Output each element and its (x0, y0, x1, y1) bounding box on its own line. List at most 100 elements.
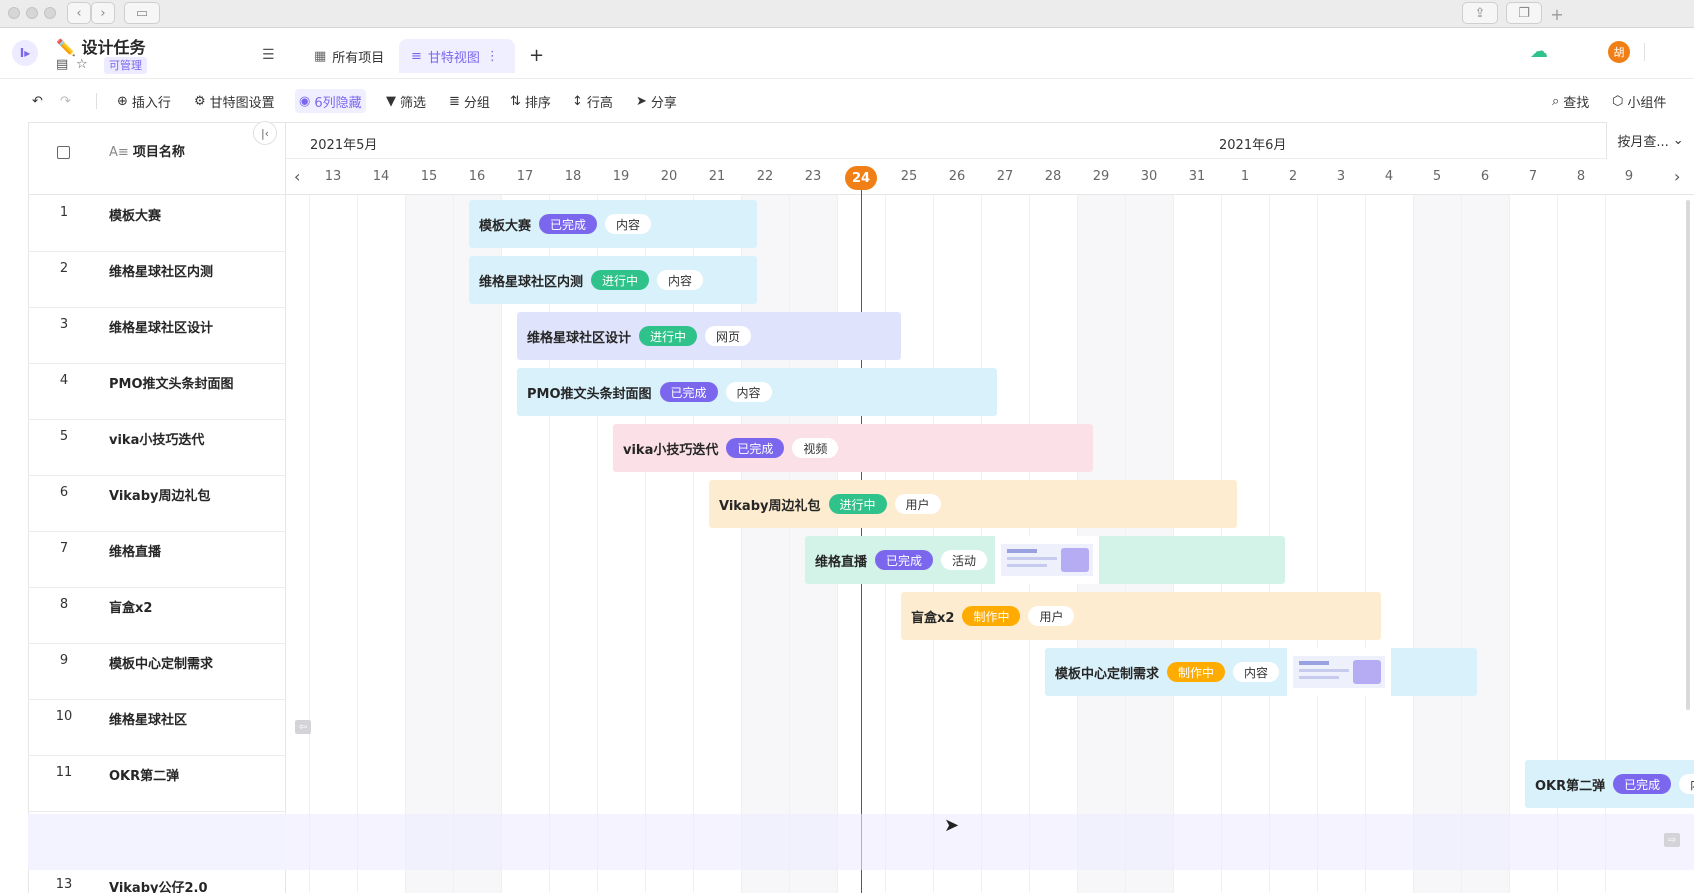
row-number: 6 (59, 485, 69, 500)
tab-all-projects-label: 所有项目 (332, 50, 385, 66)
redo-button[interactable]: ↷ (56, 89, 75, 113)
day-column (501, 195, 549, 893)
back-nav-button[interactable]: ‹ (67, 2, 91, 24)
row-name-cell[interactable]: 维格星球社区 (109, 713, 188, 728)
add-view-button[interactable]: + (529, 45, 545, 66)
day-number: 31 (1188, 169, 1206, 184)
status-badge: 进行中 (591, 270, 650, 290)
day-column (741, 195, 789, 893)
row-name-cell[interactable]: Vikaby公仔2.0 (109, 881, 208, 893)
row-name-cell[interactable]: 模板中心定制需求 (109, 657, 214, 672)
row-name-cell[interactable]: 盲盒x2 (109, 601, 153, 616)
collapse-grid-button[interactable]: |‹ (253, 121, 277, 145)
minimize-window-button[interactable] (26, 7, 38, 19)
gantt-bar[interactable]: vika小技巧迭代已完成视频 (613, 424, 1093, 472)
attachment-thumbnail[interactable] (1287, 648, 1392, 696)
category-tag: 内容 (1233, 662, 1280, 682)
gantt-bar[interactable]: Vikaby周边礼包进行中用户 (709, 480, 1237, 528)
row-number: 7 (59, 541, 69, 556)
close-window-button[interactable] (8, 7, 20, 19)
column-header-name[interactable]: A≡ 项目名称 (109, 141, 185, 160)
row-height-button[interactable]: ↕行高 (568, 89, 617, 113)
zoom-window-button[interactable] (44, 7, 56, 19)
table-row[interactable]: 1 模板大赛 (28, 196, 286, 252)
gantt-bar[interactable]: 维格星球社区设计进行中网页 (517, 312, 901, 360)
row-number: 9 (59, 653, 69, 668)
status-badge: 已完成 (726, 438, 785, 458)
row-name-cell[interactable]: PMO推文头条封面图 (109, 377, 234, 392)
category-tag: 内容 (657, 270, 704, 290)
gantt-bar[interactable]: 维格星球社区内测进行中内容 (469, 256, 757, 304)
gantt-bar[interactable]: OKR第二弹已完成内容 (1525, 760, 1694, 808)
view-list-icon[interactable]: ☰ (262, 47, 275, 63)
scroll-to-bar-right-icon[interactable]: ⇨ (1664, 833, 1680, 847)
gantt-settings-button[interactable]: ⚙甘特图设置 (190, 89, 279, 113)
table-row[interactable]: 7 维格直播 (28, 532, 286, 588)
row-name-cell[interactable]: Vikaby周边礼包 (109, 489, 211, 504)
vertical-scrollbar[interactable] (1686, 200, 1690, 710)
table-row[interactable]: 9 模板中心定制需求 (28, 644, 286, 700)
timeline-next-button[interactable]: › (1674, 167, 1680, 186)
row-name-cell[interactable]: 模板大赛 (109, 209, 162, 224)
widget-button[interactable]: ⬡小组件 (1608, 89, 1670, 113)
filter-button[interactable]: ▼筛选 (382, 89, 430, 113)
row-name-cell[interactable]: 维格星球社区设计 (109, 321, 214, 336)
share-button[interactable]: ➤分享 (632, 89, 681, 113)
plus-circle-icon: ⊕ (117, 93, 128, 109)
select-all-checkbox[interactable] (57, 146, 70, 159)
image-placeholder-icon (1293, 656, 1386, 688)
star-icon[interactable]: ☆ (76, 57, 88, 72)
sort-button[interactable]: ⇅排序 (506, 89, 555, 113)
more-vertical-icon[interactable]: ⋮ (485, 48, 499, 64)
gantt-bar[interactable]: PMO推文头条封面图已完成内容 (517, 368, 997, 416)
avatar[interactable]: 胡 (1608, 41, 1630, 63)
sidebar-expand-icon[interactable]: I▸ (12, 40, 38, 66)
day-number: 22 (756, 169, 774, 184)
row-name-cell[interactable]: 维格直播 (109, 545, 162, 560)
gantt-bar[interactable]: 模板大赛已完成内容 (469, 200, 757, 248)
group-button[interactable]: ≣分组 (445, 89, 494, 113)
forward-nav-button[interactable]: › (91, 2, 115, 24)
day-number: 26 (948, 169, 966, 184)
datasheet-title[interactable]: ✏️ 设计任务 (56, 34, 146, 58)
row-name-cell[interactable]: vika小技巧迭代 (109, 433, 205, 448)
gantt-bar[interactable]: 模板中心定制需求制作中内容 (1045, 648, 1477, 696)
attachment-thumbnail[interactable] (995, 536, 1100, 584)
sidebar-toggle-button[interactable]: ▭ (124, 2, 160, 24)
row-name-cell[interactable]: OKR第二弹 (109, 769, 180, 784)
column-header-label: 项目名称 (132, 145, 185, 160)
timeline-prev-button[interactable]: ‹ (294, 167, 300, 186)
day-column (405, 195, 453, 893)
table-row[interactable]: 6 Vikaby周边礼包 (28, 476, 286, 532)
search-button[interactable]: ⌕查找 (1548, 89, 1593, 113)
row-number: 1 (59, 205, 69, 220)
tabs-overview-button[interactable]: ❐ (1506, 2, 1542, 24)
table-row[interactable]: 2 维格星球社区内测 (28, 252, 286, 308)
tab-all-projects[interactable]: ▦ 所有项目 (302, 39, 396, 73)
undo-button[interactable]: ↶ (28, 89, 47, 113)
share-icon: ⇪ (1474, 5, 1486, 21)
new-tab-plus-icon[interactable]: + (1550, 5, 1564, 24)
hidden-columns-button[interactable]: ◉6列隐藏 (295, 89, 366, 113)
scroll-to-bar-left-icon[interactable]: ⇦ (295, 720, 311, 734)
month-label-june: 2021年6月 (1219, 138, 1287, 153)
description-icon[interactable]: ▤ (56, 57, 69, 72)
timescale-select[interactable]: 按月查...⌄ (1606, 122, 1694, 159)
row-name-cell[interactable]: 维格星球社区内测 (109, 265, 214, 280)
row-number: 2 (59, 261, 69, 276)
tab-gantt-view[interactable]: ≡ 甘特视图 ⋮ (399, 39, 515, 73)
window-titlebar: ‹ › ▭ ⇪ ❐ + (0, 0, 1694, 28)
gantt-bar[interactable]: 维格直播已完成活动 (805, 536, 1285, 584)
share-window-button[interactable]: ⇪ (1462, 2, 1498, 24)
insert-row-button[interactable]: ⊕插入行 (113, 89, 175, 113)
undo-icon: ↶ (32, 93, 43, 109)
cloud-sync-icon[interactable]: ☁ (1530, 41, 1548, 62)
